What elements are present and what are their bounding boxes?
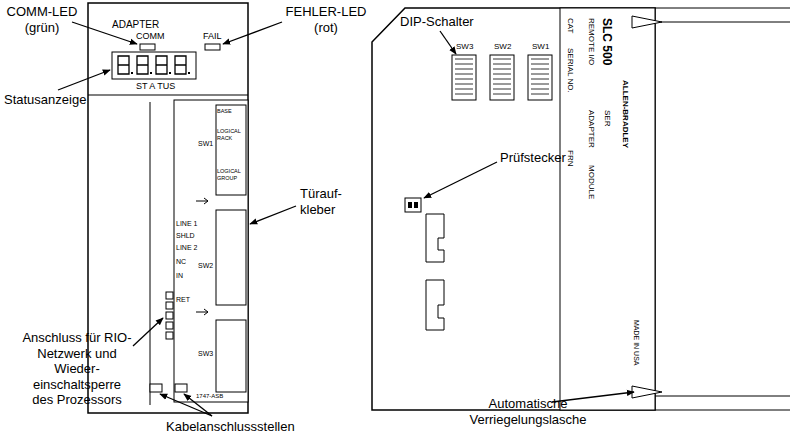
terminal-name: LINE 1 <box>176 220 197 228</box>
terminal-name: IN <box>176 272 183 280</box>
catalog-number: 1747-ASB <box>196 393 223 400</box>
sticker-text: LOGICAL GROUP <box>217 168 245 181</box>
switch-label: SW1 <box>532 42 549 52</box>
nameplate-text: CAT <box>565 18 575 33</box>
nameplate-text: FRN <box>565 150 575 166</box>
terminal-name: RET <box>176 296 190 304</box>
nameplate-text: SLC 500 <box>600 18 614 65</box>
brand-text: ALLEN-BRADLEY <box>620 80 630 148</box>
callout-label: Automatische Verriegelungslasche <box>462 396 594 427</box>
led-label: FAIL <box>203 31 222 42</box>
nameplate-text: ADAPTER <box>586 110 596 148</box>
switch-label: SW2 <box>494 42 511 52</box>
switch-label: SW2 <box>198 262 213 270</box>
callout-label: Anschluss für RIO-Netzwerk und Wieder- e… <box>22 330 132 408</box>
panel-text: ADAPTER <box>112 19 159 31</box>
terminal-name: NC <box>176 258 186 266</box>
callout-label: Statusanzeige <box>4 92 86 108</box>
callout-label: FEHLER-LED (rot) <box>281 4 371 35</box>
callout-label: Türauf- kleber <box>300 186 352 217</box>
switch-label: SW1 <box>198 140 213 148</box>
nameplate-text: SER <box>602 110 612 126</box>
nameplate-text: MODULE <box>586 165 596 199</box>
callout-label: COMM-LED (grün) <box>2 4 82 35</box>
sticker-text: BASE <box>217 108 245 115</box>
switch-label: SW3 <box>198 350 213 358</box>
callout-label: DIP-Schalter <box>400 14 474 30</box>
switch-label: SW3 <box>456 42 473 52</box>
nameplate-text: REMOTE I/O <box>586 18 596 65</box>
callout-label: Prüfstecker <box>500 150 566 166</box>
led-label: COMM <box>136 31 165 42</box>
terminal-name: SHLD <box>176 232 195 240</box>
nameplate-text: SERIAL NO. <box>565 48 575 93</box>
terminal-name: LINE 2 <box>176 244 197 252</box>
nameplate-text: MADE IN USA <box>632 320 640 366</box>
callout-label: Kabelanschlussstellen <box>166 419 295 435</box>
display-label: ST A TUS <box>136 81 175 92</box>
sticker-text: LOGICAL RACK <box>217 128 245 141</box>
